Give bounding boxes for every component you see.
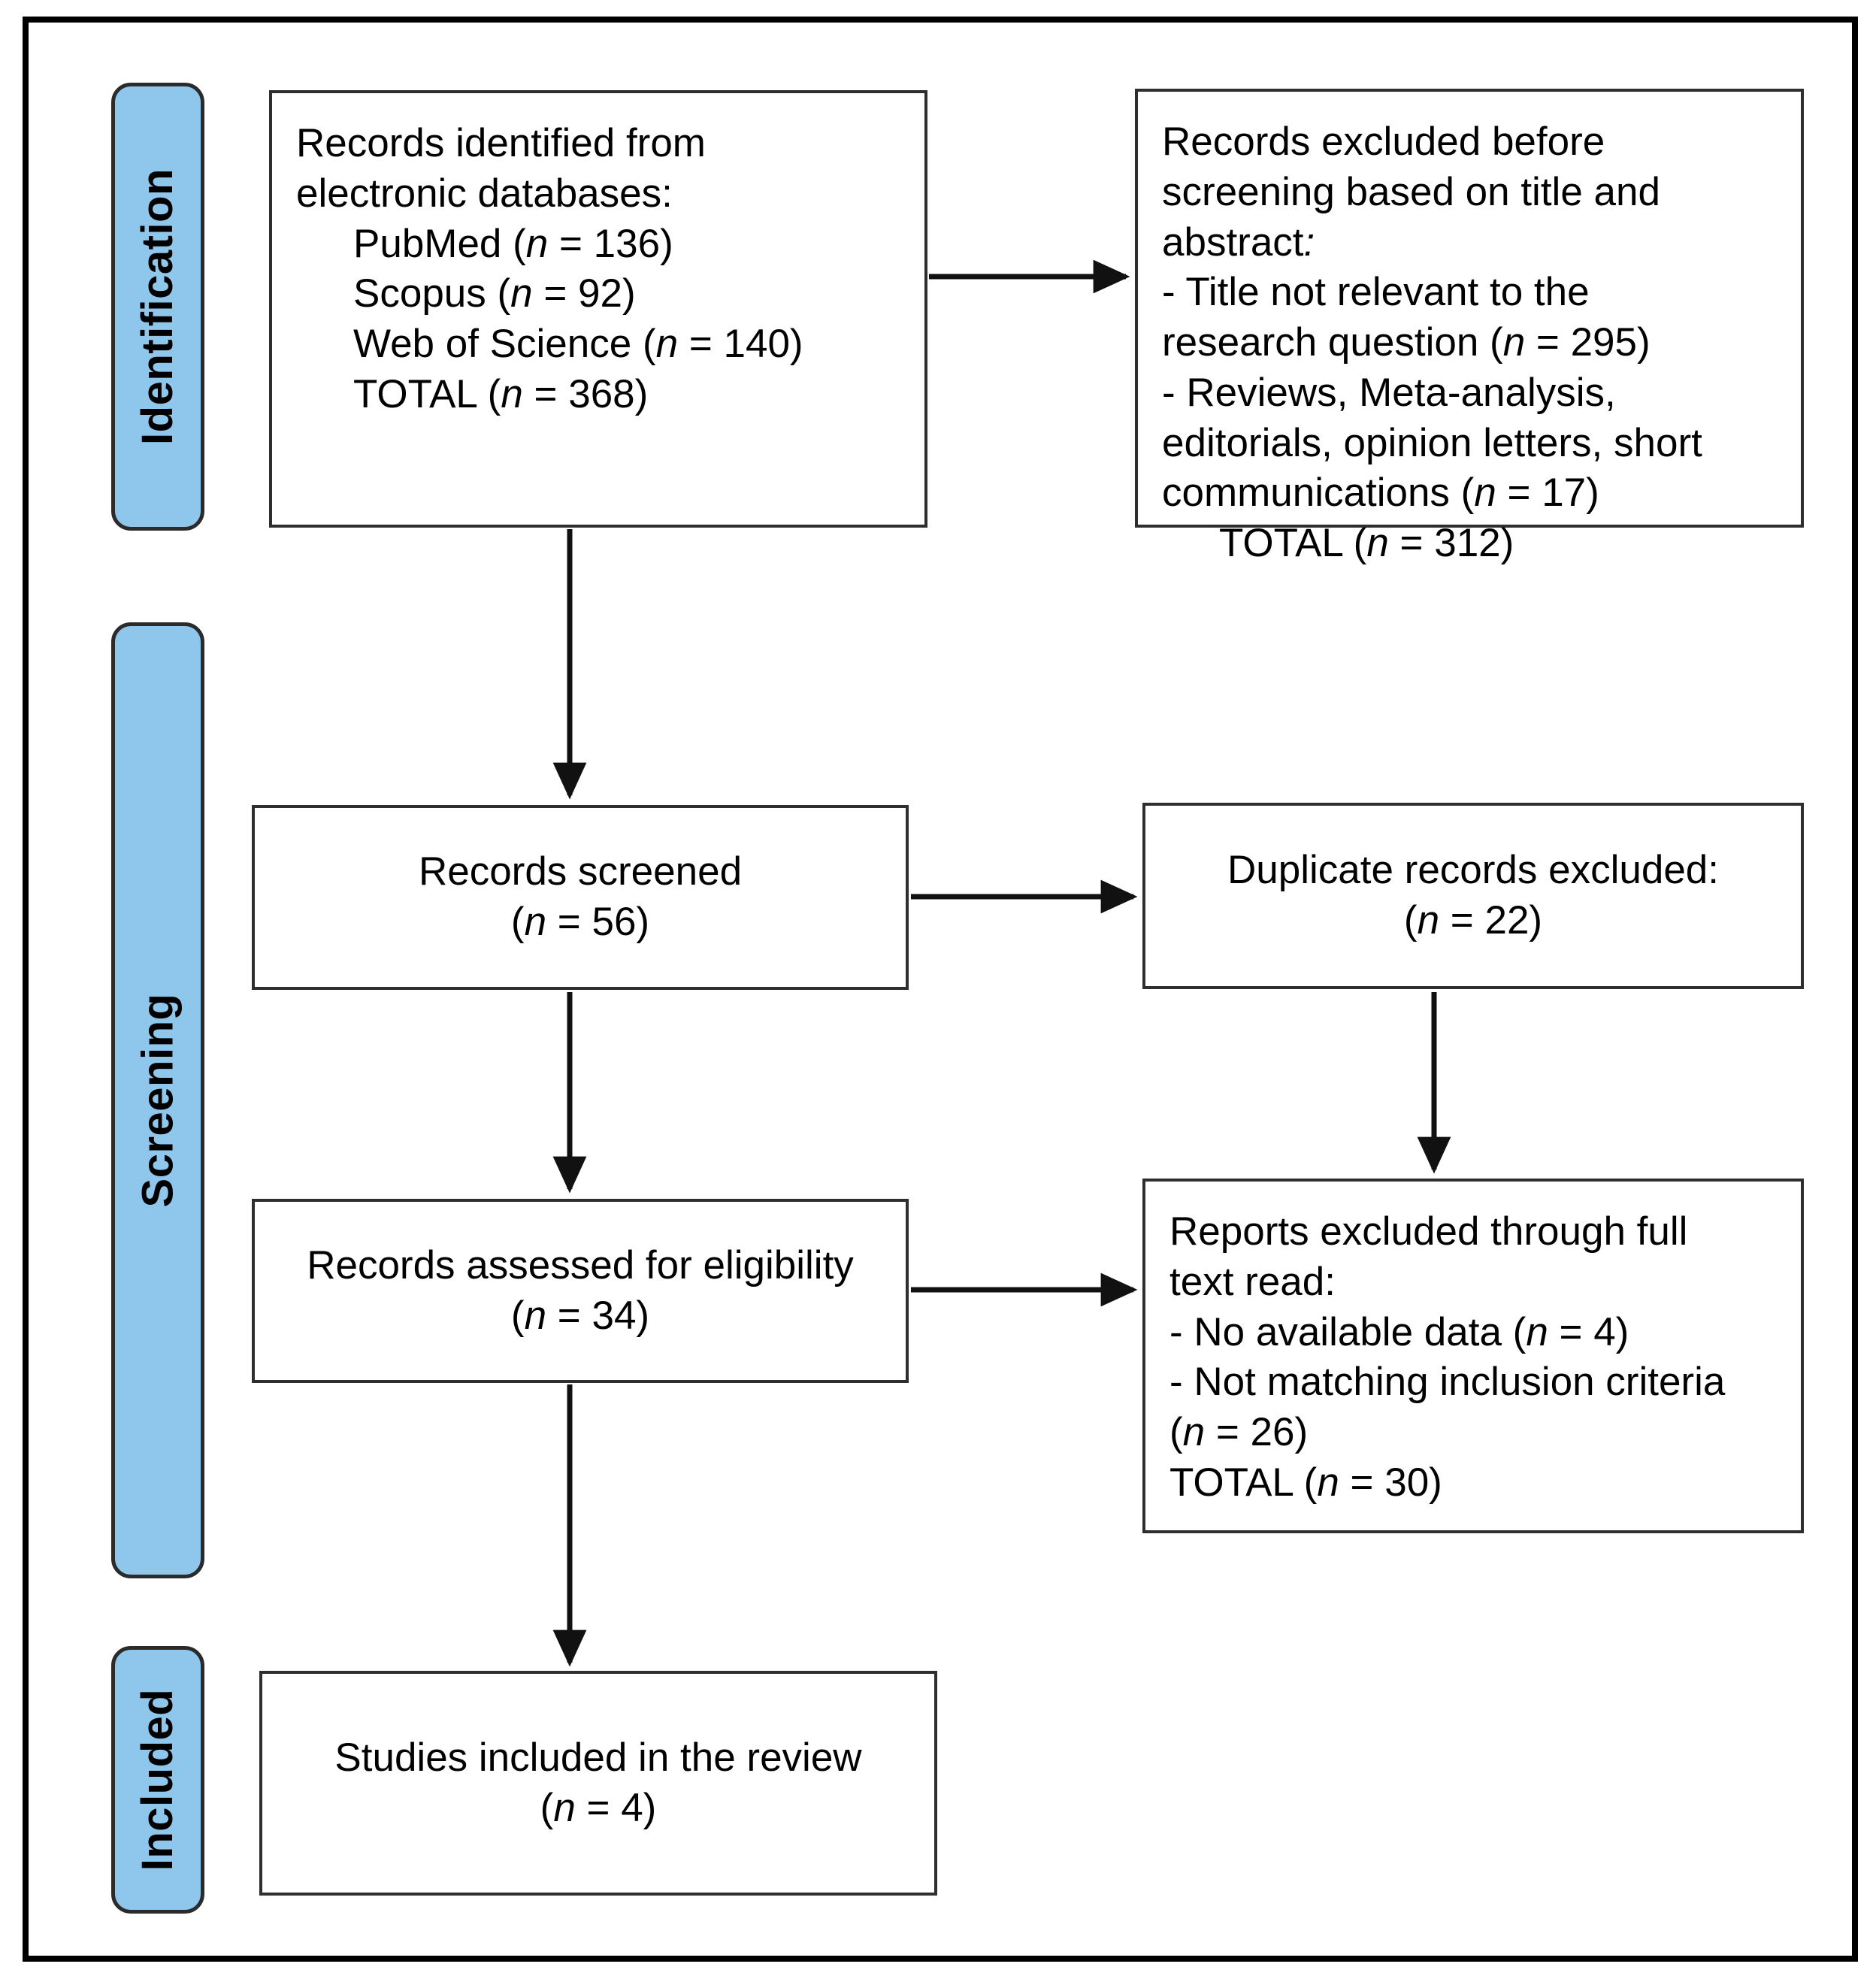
- studies-included-label: Studies included in the review: [334, 1735, 862, 1780]
- records-screened-count: (n = 56): [510, 900, 650, 944]
- stage-label-screening: Screening: [133, 993, 182, 1208]
- records-identified-scopus: Scopus (n = 92): [353, 271, 636, 316]
- stage-label-identification: Identification: [133, 168, 183, 445]
- excluded-pre-bullet1-a: - Title not relevant to the: [1162, 270, 1590, 315]
- box-records-excluded-before-screening: Records excluded before screening based …: [1135, 89, 1804, 565]
- excluded-pre-bullet2-b: editorials, opinion letters, short: [1162, 420, 1702, 465]
- box-studies-included-in-review: Studies included in the review (n = 4): [259, 1671, 937, 1896]
- excluded-pre-line1: Records excluded before: [1162, 120, 1605, 164]
- reports-excluded-line1: Reports excluded through full: [1169, 1209, 1688, 1254]
- box-records-screened: Records screened (n = 56): [252, 805, 909, 990]
- diagram-outer-frame: [23, 17, 1858, 1962]
- stage-bar-included: Included: [111, 1646, 204, 1914]
- box-records-assessed-for-eligibility: Records assessed for eligibility (n = 34…: [252, 1199, 909, 1383]
- records-identified-line2: electronic databases:: [296, 171, 673, 216]
- records-identified-line1: Records identified from: [296, 121, 706, 165]
- reports-excluded-bullet2-count: (n = 26): [1169, 1410, 1309, 1455]
- records-assessed-label: Records assessed for eligibility: [307, 1242, 854, 1288]
- duplicates-excluded-label: Duplicate records excluded:: [1227, 848, 1719, 893]
- reports-excluded-bullet2-a: - Not matching inclusion criteria: [1169, 1360, 1726, 1405]
- reports-excluded-bullet1: - No available data (n = 4): [1169, 1309, 1629, 1354]
- box-records-identified: Records identified from electronic datab…: [269, 90, 927, 528]
- reports-excluded-line2: text read:: [1169, 1259, 1336, 1304]
- studies-included-count: (n = 4): [540, 1785, 657, 1830]
- stage-bar-identification: Identification: [111, 83, 204, 531]
- stage-label-included: Included: [133, 1688, 182, 1872]
- excluded-pre-bullet2-c: communications (n = 17): [1162, 471, 1599, 516]
- box-duplicate-records-excluded: Duplicate records excluded: (n = 22): [1142, 803, 1804, 989]
- excluded-pre-total: TOTAL (n = 312): [1219, 521, 1514, 566]
- records-assessed-count: (n = 34): [510, 1293, 650, 1338]
- records-identified-pubmed: PubMed (n = 136): [353, 221, 673, 266]
- stage-bar-screening: Screening: [111, 622, 204, 1578]
- records-identified-wos: Web of Science (n = 140): [353, 322, 803, 367]
- excluded-pre-line3: abstract:: [1162, 219, 1315, 265]
- excluded-pre-bullet2-a: - Reviews, Meta-analysis,: [1162, 370, 1616, 415]
- box-reports-excluded-full-text: Reports excluded through full text read:…: [1142, 1179, 1804, 1533]
- records-identified-total: TOTAL (n = 368): [353, 371, 649, 416]
- duplicates-excluded-count: (n = 22): [1403, 898, 1543, 943]
- records-screened-label: Records screened: [418, 849, 743, 894]
- excluded-pre-line2: screening based on title and: [1162, 169, 1660, 214]
- reports-excluded-total: TOTAL (n = 30): [1169, 1460, 1442, 1505]
- excluded-pre-bullet1-b: research question (n = 295): [1162, 320, 1651, 365]
